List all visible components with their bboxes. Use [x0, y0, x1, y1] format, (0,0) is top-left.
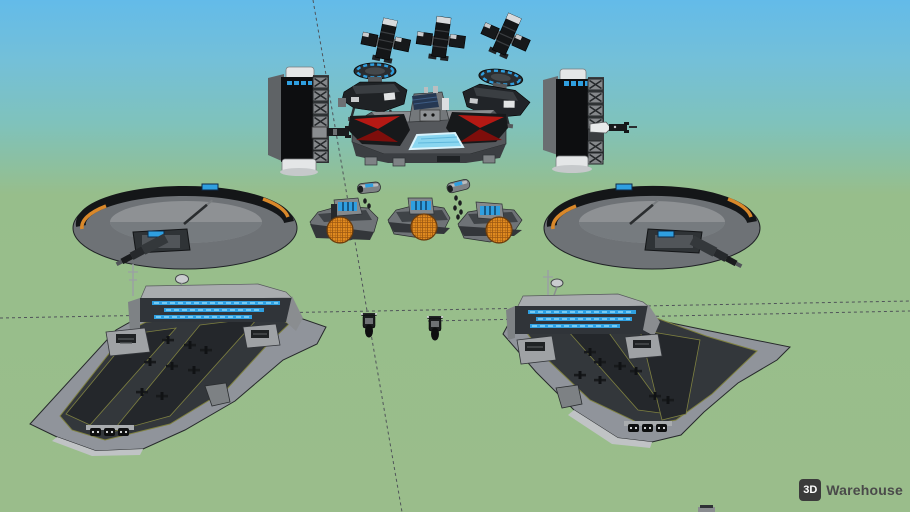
deck-turret-platform	[105, 327, 151, 357]
orange-orb	[485, 216, 513, 244]
guide-line-horizontal-2	[427, 310, 910, 322]
armored-tower-right	[543, 68, 637, 173]
red-wing-accent-left	[354, 116, 400, 129]
red-wing-accent-right	[458, 115, 504, 128]
ring-orange-accent	[80, 204, 107, 230]
gunship-disc-lights	[355, 63, 395, 79]
attack-drone-2	[413, 13, 469, 64]
orb-vehicle-2	[387, 197, 451, 241]
attack-drone-3	[474, 5, 538, 66]
landing-pods	[86, 425, 134, 436]
attack-drone-1	[357, 13, 415, 68]
distant-ground-object	[698, 505, 715, 512]
tower-windows	[287, 81, 312, 85]
deck-turret-platform	[624, 333, 663, 360]
bridge-light-strips	[152, 301, 280, 319]
tower-windows	[564, 81, 589, 86]
orb-vehicle-1	[309, 197, 379, 244]
ring-cannon-left	[115, 233, 169, 267]
orange-orb	[326, 216, 354, 244]
ring-gun-right	[629, 199, 659, 225]
command-platform	[348, 86, 508, 167]
deck-turret-platform	[242, 323, 281, 349]
3d-warehouse-label: Warehouse	[826, 482, 903, 498]
ring-orange-accent	[262, 197, 290, 218]
3d-warehouse-watermark[interactable]: 3D Warehouse	[799, 479, 903, 501]
hoverbike-1	[360, 312, 378, 338]
ring-station-left	[72, 183, 298, 270]
ring-orange-accent	[727, 197, 753, 218]
carrier-left	[29, 264, 327, 456]
radar-dish	[175, 274, 189, 284]
3d-warehouse-logo-icon: 3D	[799, 479, 822, 501]
landing-pods	[624, 421, 672, 432]
tower-missile-right	[589, 121, 637, 134]
hoverbike-2	[426, 315, 444, 341]
bridge-light-strips	[528, 310, 636, 328]
platform-pool	[408, 131, 465, 151]
side-fin	[555, 384, 583, 409]
ring-top-band	[75, 185, 294, 227]
orange-orb	[410, 213, 438, 241]
ring-cannon-right	[689, 235, 743, 269]
armored-tower-left	[268, 66, 364, 176]
side-fin	[204, 382, 231, 407]
carrier-right	[502, 270, 792, 448]
ring-orange-accent	[551, 204, 577, 230]
orb-vehicle-3	[457, 201, 523, 244]
ring-top-band	[546, 185, 757, 227]
ring-gun-left	[183, 199, 213, 225]
gunship-right	[462, 68, 531, 129]
deck-turret-platform	[516, 335, 557, 365]
ring-station-right	[543, 183, 761, 270]
radar-dish	[550, 278, 564, 288]
